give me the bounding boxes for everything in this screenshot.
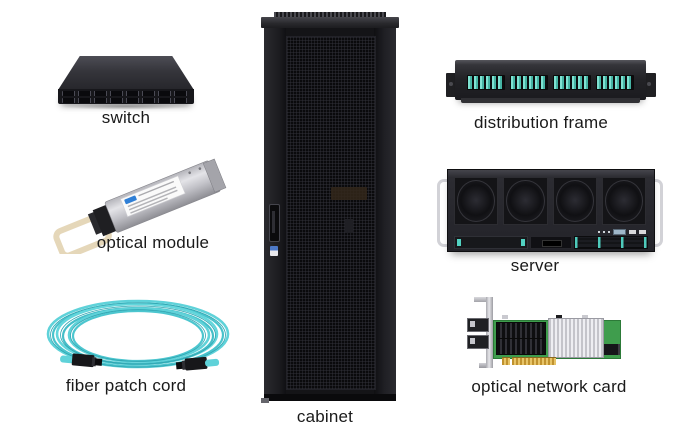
cabinet-base bbox=[264, 394, 396, 401]
interior-reflection bbox=[331, 187, 367, 200]
top-vent-strip bbox=[274, 12, 386, 17]
mpo-connector-left bbox=[60, 353, 103, 368]
fiber-adapter-group bbox=[553, 75, 591, 90]
screw bbox=[198, 167, 202, 170]
label-text-line bbox=[138, 180, 175, 197]
optical-module-image bbox=[48, 156, 238, 259]
hot-swap-drive-grid bbox=[574, 236, 648, 249]
sfp-cage bbox=[496, 322, 546, 339]
switch-shadow bbox=[61, 103, 191, 110]
panel-bottom-lip bbox=[461, 98, 640, 103]
sfp-port bbox=[467, 335, 489, 349]
door-frame-right bbox=[374, 28, 396, 396]
fiber-patch-cord-image bbox=[42, 296, 234, 380]
capacitor bbox=[582, 315, 588, 319]
capacitor bbox=[502, 315, 508, 319]
module-group bbox=[53, 158, 227, 259]
distribution-frame-image bbox=[446, 60, 656, 106]
switch-front-panel bbox=[58, 89, 194, 104]
fan-row bbox=[454, 177, 646, 225]
module-connector-end bbox=[202, 158, 227, 193]
bracket-tab bbox=[474, 297, 487, 302]
label-text-line bbox=[127, 186, 177, 208]
leveling-foot bbox=[261, 398, 269, 403]
sfp-cage bbox=[496, 338, 546, 355]
cabinet-label: cabinet bbox=[296, 407, 354, 426]
server-label: server bbox=[510, 256, 560, 275]
heatsink bbox=[548, 318, 604, 358]
door-handle bbox=[269, 204, 280, 242]
pcie-edge-connector bbox=[502, 357, 510, 365]
cooling-fan bbox=[503, 177, 548, 225]
fiber-adapter-group bbox=[467, 75, 505, 90]
fiber-adapter-group bbox=[596, 75, 634, 90]
fiber-adapter-strip bbox=[467, 75, 634, 90]
brand-mark bbox=[124, 195, 137, 205]
switch-image bbox=[58, 56, 194, 110]
cable-coil bbox=[46, 299, 230, 369]
switch-port-row bbox=[62, 91, 190, 96]
server-image bbox=[436, 168, 664, 252]
controller-chip bbox=[604, 344, 620, 355]
pci-bracket bbox=[486, 297, 493, 368]
optical-network-card-image bbox=[462, 292, 634, 374]
rack-handle bbox=[651, 179, 663, 247]
optical-drive-bay bbox=[454, 236, 528, 249]
mounting-ear bbox=[446, 73, 456, 97]
cabinet-body bbox=[264, 28, 396, 396]
led-indicator bbox=[603, 231, 605, 233]
cooling-fan bbox=[454, 177, 499, 225]
vga-port bbox=[613, 229, 626, 235]
fiber-coil-drawing bbox=[46, 299, 230, 371]
front-io-strip bbox=[542, 228, 646, 236]
server-chassis bbox=[447, 169, 655, 252]
lock-label bbox=[270, 246, 278, 256]
cabinet-top-cap bbox=[261, 17, 399, 28]
mounting-ear bbox=[644, 73, 656, 97]
switch-top-panel bbox=[58, 56, 194, 90]
label-text-line bbox=[128, 189, 178, 211]
led-indicator bbox=[608, 231, 610, 233]
cabinet-image bbox=[260, 8, 400, 404]
media-bay bbox=[530, 236, 572, 249]
distribution-frame-label: distribution frame bbox=[474, 113, 608, 132]
rack-handle bbox=[437, 179, 449, 247]
mesh-door bbox=[286, 36, 376, 390]
optical-module-drawing bbox=[53, 158, 227, 259]
optical-module-label: optical module bbox=[96, 233, 210, 252]
led-indicator bbox=[598, 231, 600, 233]
switch-port-row bbox=[62, 98, 190, 103]
module-rear-end bbox=[92, 203, 120, 237]
cooling-fan bbox=[601, 177, 646, 225]
cooling-fan bbox=[552, 177, 597, 225]
pcie-edge-connector bbox=[512, 357, 556, 365]
sfp-port bbox=[467, 318, 489, 332]
fiber-patch-cord-label: fiber patch cord bbox=[65, 376, 187, 395]
usb-port bbox=[629, 230, 636, 234]
screw bbox=[188, 171, 191, 175]
interior-reflection bbox=[345, 219, 353, 233]
drive-bay-row bbox=[454, 236, 648, 249]
pcb-board bbox=[493, 315, 621, 359]
optical-network-card-label: optical network card bbox=[471, 377, 627, 396]
fiber-adapter-group bbox=[510, 75, 548, 90]
mpo-connector-right bbox=[175, 356, 220, 371]
label-text-line bbox=[130, 197, 168, 214]
usb-port bbox=[639, 230, 646, 234]
capacitor bbox=[556, 315, 562, 319]
switch-label: switch bbox=[101, 108, 151, 127]
distribution-frame-panel bbox=[455, 60, 646, 103]
